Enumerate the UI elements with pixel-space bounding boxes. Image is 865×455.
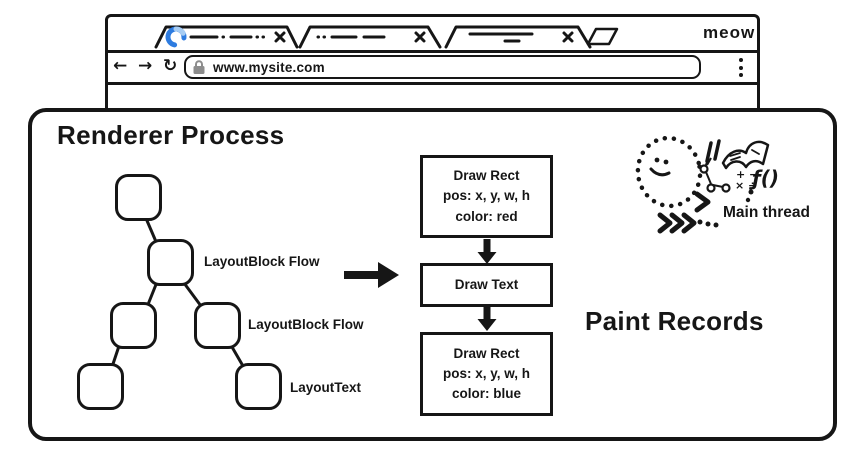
- layout-node-label: LayoutText: [290, 380, 362, 395]
- layout-tree-node-root: [115, 174, 162, 221]
- browser-brand: meow: [703, 23, 756, 42]
- layout-tree-node: [235, 363, 282, 410]
- paint-record-draw-rect-red: Draw Rect pos: x, y, w, h color: red: [420, 155, 553, 238]
- url-bar: [108, 50, 757, 85]
- paint-record-line: Draw Rect: [453, 345, 520, 361]
- paint-record-line: color: red: [455, 208, 518, 224]
- layout-tree-node: [194, 302, 241, 349]
- layout-node-label: LayoutBlock Flow: [248, 317, 364, 332]
- layout-tree-node: [110, 302, 157, 349]
- forward-icon[interactable]: →: [138, 56, 153, 76]
- main-thread-label: Main thread: [723, 204, 810, 221]
- layout-tree-node: [77, 363, 124, 410]
- layout-tree-node: [147, 239, 194, 286]
- paint-records-heading: Paint Records: [585, 306, 764, 336]
- paint-record-draw-rect-blue: Draw Rect pos: x, y, w, h color: blue: [420, 332, 553, 416]
- layout-node-label: LayoutBlock Flow: [204, 254, 320, 269]
- paint-record-line: pos: x, y, w, h: [442, 365, 530, 381]
- paint-record-draw-text: Draw Text: [420, 263, 553, 307]
- renderer-process-title: Renderer Process: [57, 120, 285, 150]
- paint-record-line: color: blue: [451, 386, 521, 402]
- reload-icon[interactable]: ↻: [163, 56, 178, 76]
- address-bar-input[interactable]: www.mysite.com: [184, 55, 701, 79]
- paint-record-line: Draw Text: [454, 276, 519, 292]
- lock-icon: [193, 59, 205, 74]
- paint-record-line: pos: x, y, w, h: [442, 188, 530, 204]
- paint-record-line: Draw Rect: [453, 168, 520, 184]
- back-icon[interactable]: ←: [113, 56, 128, 76]
- tab-bar: [108, 17, 757, 50]
- url-text: www.mysite.com: [213, 59, 325, 75]
- browser-menu-icon[interactable]: [739, 58, 743, 77]
